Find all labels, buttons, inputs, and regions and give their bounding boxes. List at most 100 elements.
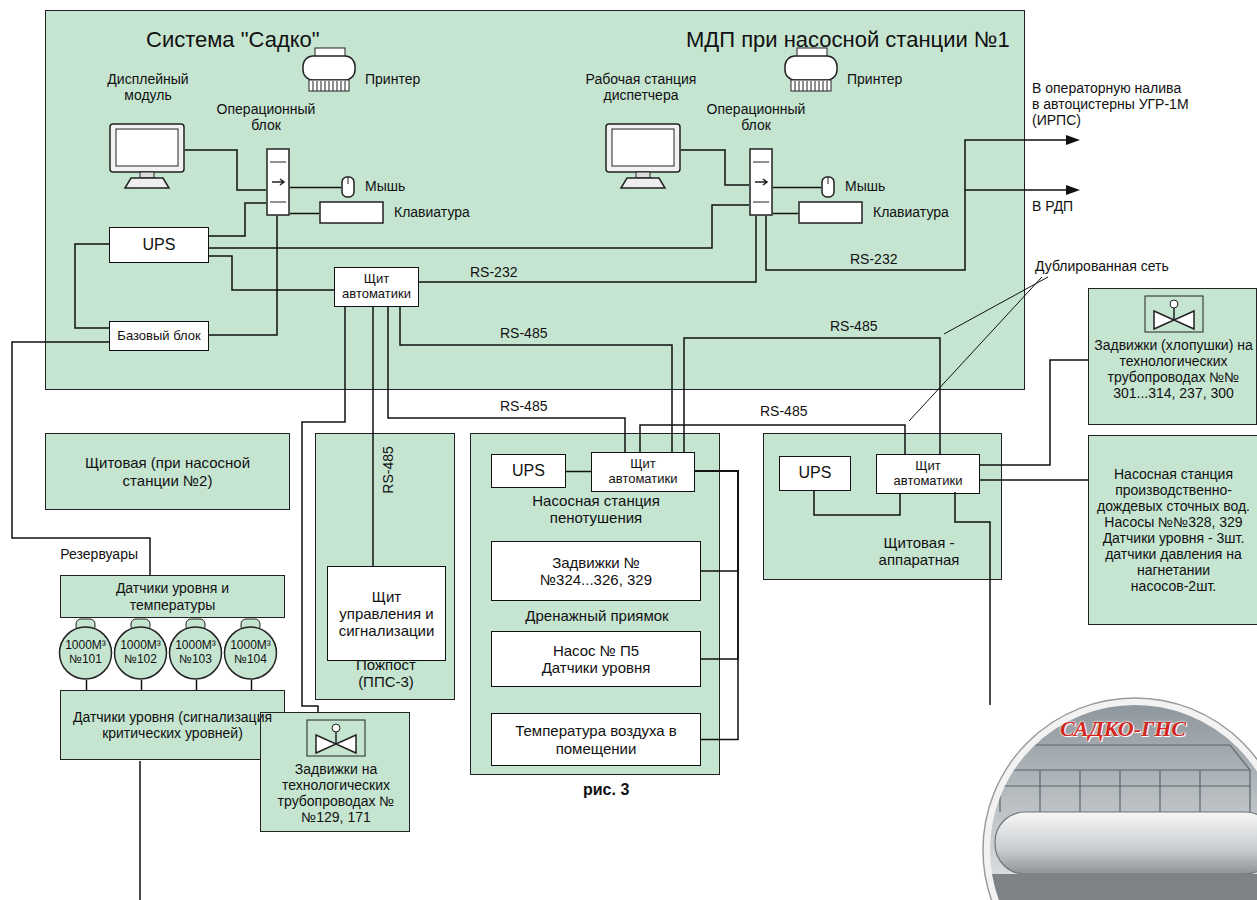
- connector: [251, 680, 253, 690]
- connector: [773, 187, 821, 189]
- display-module: Дисплейный модуль: [93, 71, 203, 191]
- connector: [814, 491, 900, 515]
- tank: 1000М³ №104: [223, 618, 278, 680]
- printer-icon: [301, 47, 357, 93]
- node-label: Операционный блок: [211, 101, 321, 133]
- logo-text: САДКО-ГНС: [1060, 716, 1186, 741]
- node-label: Клавиатура: [394, 204, 484, 220]
- connector: [980, 360, 1088, 465]
- sensor-band: Датчики уровня и температуры: [60, 575, 285, 618]
- ups-box: UPS: [491, 454, 566, 488]
- node-label: Принтер: [365, 71, 431, 87]
- connector: [419, 216, 756, 282]
- node-label: Датчики уровня и температуры: [98, 580, 248, 612]
- tank: 1000М³ №102: [113, 618, 168, 680]
- interface-label: RS-485: [830, 319, 877, 334]
- operation-unit-icon: [749, 148, 773, 216]
- connector: [209, 256, 334, 290]
- network-note: Дублированная сеть: [1035, 258, 1169, 274]
- connector: [209, 203, 266, 236]
- group-label: Резервуары: [48, 546, 138, 562]
- connector: [400, 307, 672, 452]
- node-label: Задвижки № №324...326, 329: [531, 554, 661, 589]
- photo-frame: [987, 702, 1257, 900]
- node-label: Насосная станция пенотушения: [491, 492, 701, 527]
- valve-list-box: Задвижки № №324...326, 329: [491, 541, 701, 601]
- connector: [980, 479, 1088, 481]
- node-label: UPS: [512, 462, 545, 480]
- interface-label: RS-232: [470, 265, 517, 280]
- mouse-icon: [821, 176, 835, 198]
- node-label: Насосная станция производственно-дождевы…: [1095, 466, 1252, 595]
- base-unit-box: Базовый блок: [109, 321, 209, 351]
- drain-pit-box: Дренажный приямокНасос № П5 Датчики уров…: [491, 631, 701, 687]
- mouse-icon: [341, 176, 355, 198]
- node-label: Задвижки на технологических трубопровода…: [261, 761, 411, 825]
- connector: [372, 307, 374, 566]
- node-label: Мышь: [845, 178, 893, 194]
- dispatcher-workstation-icon: [605, 123, 681, 189]
- signal-wire: [965, 189, 1068, 191]
- operation-unit-icon: [266, 148, 290, 216]
- connector: [695, 471, 738, 659]
- connector: [12, 342, 150, 575]
- node-label: Щитовая (при насосной станции №2): [73, 454, 263, 489]
- node-label: Щит автоматики: [598, 457, 688, 487]
- node-label: UPS: [143, 236, 176, 254]
- keyboard: Клавиатура: [798, 201, 963, 225]
- valve-symbol: [306, 719, 366, 757]
- operation-unit: Операционный блок: [701, 101, 811, 218]
- node-label: Датчики уровня (сигнализация критических…: [73, 709, 273, 741]
- interface-label: RS-485: [500, 399, 547, 414]
- connector: [86, 680, 88, 690]
- node-label: Щит автоматики: [883, 459, 973, 489]
- printer-icon: [783, 47, 839, 93]
- connector: [640, 425, 905, 454]
- node-label: 1000М³ №104: [226, 639, 275, 667]
- connector: [773, 213, 798, 215]
- tank: 1000М³ №103: [168, 618, 223, 680]
- figure-caption: рис. 3: [583, 781, 629, 799]
- signal-wire: [955, 492, 990, 705]
- node-label: Температура воздуха в помещении: [511, 722, 681, 757]
- node-label: Мышь: [365, 178, 413, 194]
- connector: [185, 150, 266, 190]
- connector: [209, 216, 277, 335]
- arrow-head: [1066, 185, 1080, 195]
- printer: Принтер: [783, 47, 913, 95]
- connector: [681, 150, 749, 185]
- arrow-head: [1066, 135, 1080, 145]
- photo-frame: [983, 698, 1257, 900]
- sensor-wire: [139, 761, 141, 900]
- node-label: Насос № П5 Датчики уровня: [534, 642, 659, 677]
- panel-heading: МДП при насосной станции №1: [686, 27, 1021, 52]
- tank: 1000М³ №101: [58, 618, 113, 680]
- display-module-icon: [109, 123, 185, 189]
- connector: [566, 471, 591, 473]
- keyboard-icon: [798, 201, 863, 224]
- node-label: Принтер: [847, 71, 913, 87]
- photo-illustration: [980, 700, 1257, 900]
- sewage-pump-box: Насосная станция производственно-дождевы…: [1088, 435, 1257, 625]
- pump-station-box: Насосная станция пенотушения UPS Щит автом…: [470, 433, 720, 775]
- operation-unit: Операционный блок: [211, 101, 321, 218]
- node-label: Базовый блок: [117, 329, 200, 344]
- mouse: Мышь: [341, 175, 413, 199]
- temperature-box: Температура воздуха в помещении: [491, 713, 701, 766]
- connector: [209, 205, 749, 248]
- leader-line: [909, 277, 1042, 421]
- connector: [75, 244, 109, 328]
- node-label: Рабочая станция диспетчера: [571, 71, 711, 103]
- valve-box: Задвижки (хлопушки) на технологических т…: [1088, 288, 1257, 425]
- control-panel: Щит управления и сигнализации: [327, 566, 446, 661]
- node-label: 1000М³ №103: [171, 639, 220, 667]
- panel-heading: Система "Садко": [146, 27, 386, 52]
- valve-symbol: [1144, 295, 1204, 333]
- connector: [684, 338, 940, 454]
- node-label: Щит управления и сигнализации: [334, 588, 439, 640]
- connector: [290, 187, 341, 189]
- hardware-room-box: Щитовая - аппаратнаяUPSЩит автоматики: [763, 433, 1002, 580]
- node-label: Дисплейный модуль: [93, 71, 203, 103]
- destination-note: В операторную налива в автоцистерны УГР-…: [1032, 80, 1190, 128]
